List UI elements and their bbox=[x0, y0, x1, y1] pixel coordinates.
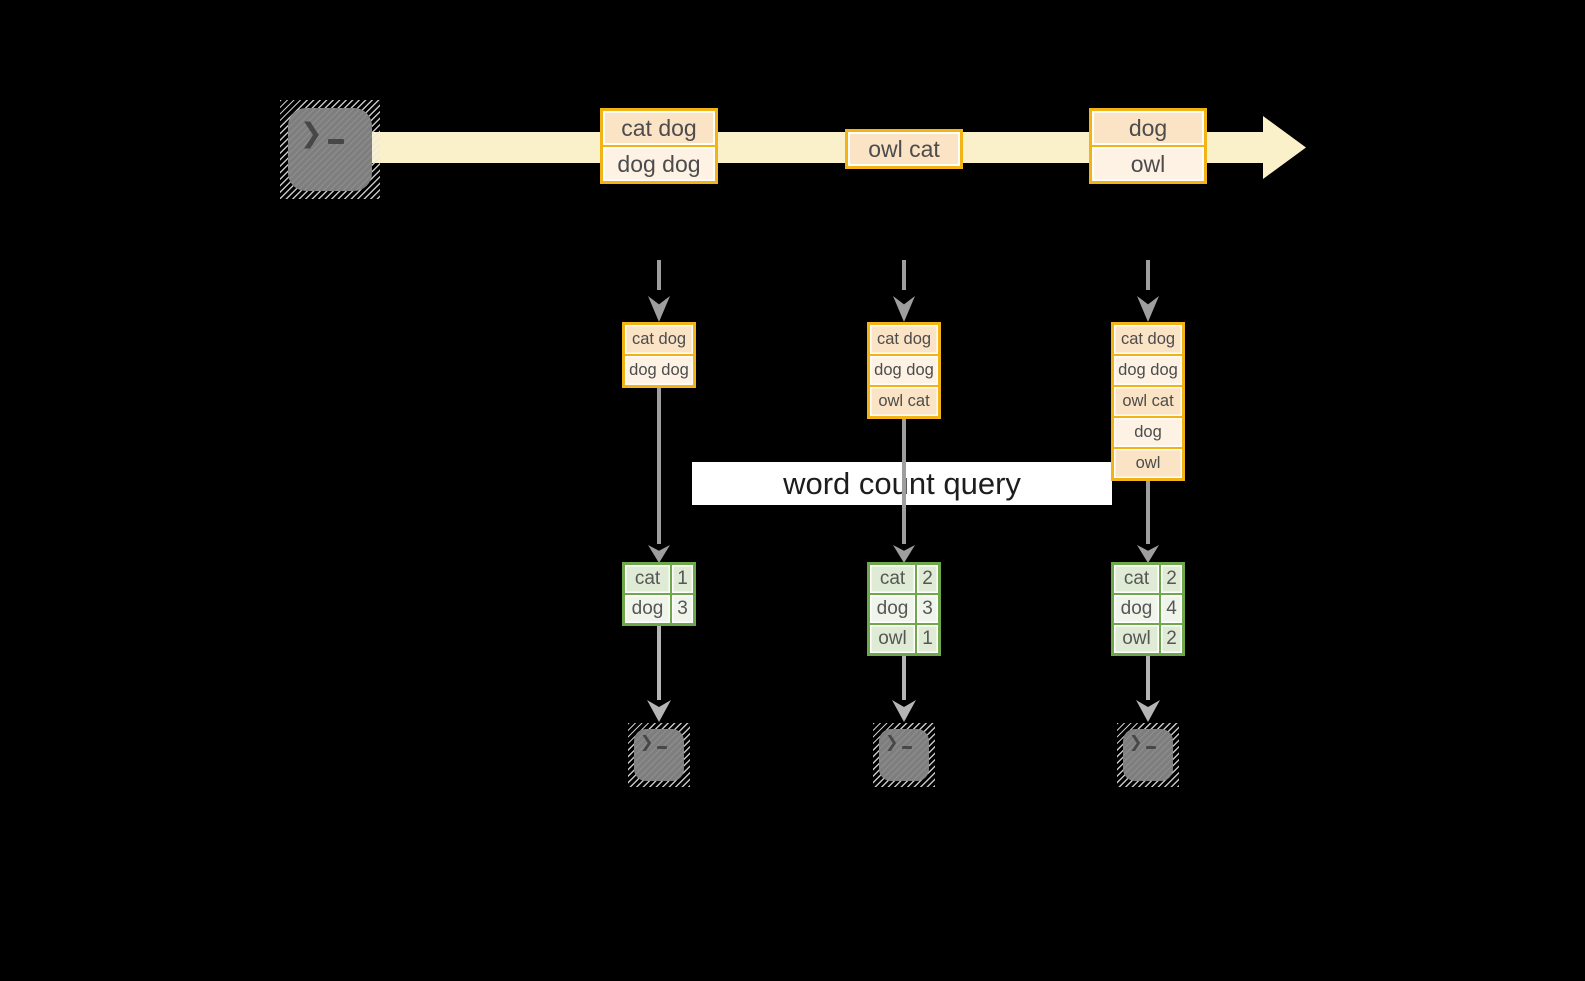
sink-terminal-icon: ❯ bbox=[873, 723, 935, 787]
prompt-icon: ❯ bbox=[640, 734, 668, 751]
terminal-body bbox=[879, 729, 929, 781]
state-line: owl cat bbox=[870, 387, 938, 416]
count-table-3: cat 2 dog 4 owl 2 bbox=[1111, 562, 1185, 656]
state-line: dog dog bbox=[1114, 356, 1182, 385]
count-value: 3 bbox=[917, 595, 938, 623]
arrow-down-head-icon bbox=[893, 296, 915, 322]
event-line: owl cat bbox=[848, 132, 960, 166]
count-value: 2 bbox=[1161, 565, 1182, 593]
sink-terminal-icon: ❯ bbox=[1117, 723, 1179, 787]
prompt-underscore-icon bbox=[1146, 745, 1157, 749]
state-box-2: cat dog dog dog owl cat bbox=[867, 322, 941, 419]
terminal-body bbox=[634, 729, 684, 781]
count-word: owl bbox=[1114, 625, 1159, 653]
dashed-arrow-line bbox=[902, 260, 906, 290]
prompt-underscore-icon bbox=[902, 745, 913, 749]
event-line: dog dog bbox=[603, 147, 715, 181]
dashed-arrow-line bbox=[1146, 260, 1150, 290]
state-box-1: cat dog dog dog bbox=[622, 322, 696, 388]
sink-terminal-icon: ❯ bbox=[628, 723, 690, 787]
stream-event-box-2: owl cat bbox=[845, 129, 963, 169]
arrow-down-head-icon bbox=[1136, 700, 1160, 722]
prompt-chevron-icon: ❯ bbox=[300, 118, 323, 148]
prompt-chevron-icon: ❯ bbox=[885, 734, 899, 751]
count-word: dog bbox=[870, 595, 915, 623]
count-value: 4 bbox=[1161, 595, 1182, 623]
count-word: dog bbox=[1114, 595, 1159, 623]
state-line: dog dog bbox=[870, 356, 938, 385]
count-word: cat bbox=[1114, 565, 1159, 593]
prompt-chevron-icon: ❯ bbox=[640, 734, 654, 751]
state-line: owl cat bbox=[1114, 387, 1182, 416]
terminal-body bbox=[1123, 729, 1173, 781]
arrow-down-head-icon bbox=[648, 296, 670, 322]
state-line: owl bbox=[1114, 449, 1182, 478]
query-arrow-line bbox=[902, 419, 906, 544]
output-arrow-line bbox=[1146, 656, 1150, 700]
prompt-underscore-icon bbox=[327, 139, 344, 144]
state-line: cat dog bbox=[625, 325, 693, 354]
count-word: owl bbox=[870, 625, 915, 653]
count-table-2: cat 2 dog 3 owl 1 bbox=[867, 562, 941, 656]
event-line: dog bbox=[1092, 111, 1204, 145]
event-line: owl bbox=[1092, 147, 1204, 181]
terminal-body bbox=[288, 108, 372, 191]
state-box-3: cat dog dog dog owl cat dog owl bbox=[1111, 322, 1185, 481]
count-word: cat bbox=[870, 565, 915, 593]
count-table-1: cat 1 dog 3 bbox=[622, 562, 696, 626]
arrow-down-head-icon bbox=[1137, 545, 1159, 563]
prompt-icon: ❯ bbox=[885, 734, 913, 751]
event-line: cat dog bbox=[603, 111, 715, 145]
prompt-chevron-icon: ❯ bbox=[1129, 734, 1143, 751]
count-value: 1 bbox=[917, 625, 938, 653]
query-arrow-line bbox=[1146, 481, 1150, 544]
count-word: dog bbox=[625, 595, 670, 623]
count-value: 1 bbox=[672, 565, 693, 593]
prompt-icon: ❯ bbox=[300, 120, 344, 147]
query-arrow-line bbox=[657, 388, 661, 544]
stream-event-box-3: dog owl bbox=[1089, 108, 1207, 184]
count-word: cat bbox=[625, 565, 670, 593]
arrow-down-head-icon bbox=[893, 545, 915, 563]
arrow-down-head-icon bbox=[892, 700, 916, 722]
output-arrow-line bbox=[657, 626, 661, 700]
state-line: cat dog bbox=[870, 325, 938, 354]
count-value: 2 bbox=[917, 565, 938, 593]
dashed-arrow-line bbox=[657, 260, 661, 290]
stream-event-box-1: cat dog dog dog bbox=[600, 108, 718, 184]
state-line: dog dog bbox=[625, 356, 693, 385]
output-arrow-line bbox=[902, 656, 906, 700]
arrow-down-head-icon bbox=[1137, 296, 1159, 322]
source-terminal-icon: ❯ bbox=[280, 100, 380, 199]
state-line: cat dog bbox=[1114, 325, 1182, 354]
prompt-icon: ❯ bbox=[1129, 734, 1157, 751]
prompt-underscore-icon bbox=[657, 745, 668, 749]
count-value: 3 bbox=[672, 595, 693, 623]
arrow-down-head-icon bbox=[647, 700, 671, 722]
stream-arrowhead-icon bbox=[1263, 116, 1306, 179]
count-value: 2 bbox=[1161, 625, 1182, 653]
state-line: dog bbox=[1114, 418, 1182, 447]
arrow-down-head-icon bbox=[648, 545, 670, 563]
